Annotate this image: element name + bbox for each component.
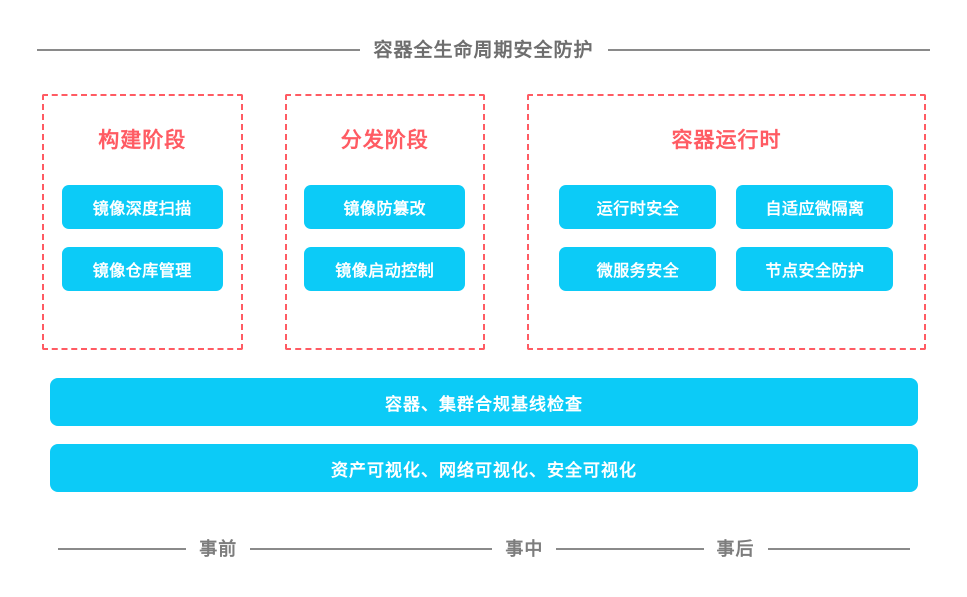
phase-label-after: 事后 — [716, 539, 755, 559]
timeline-rule-1 — [58, 548, 187, 550]
timeline-rule-3 — [556, 548, 704, 550]
header-rule-right — [607, 49, 931, 51]
capability-pill[interactable]: 镜像深度扫描 — [61, 185, 223, 229]
capability-pill[interactable]: 镜像防篡改 — [304, 185, 466, 229]
platform-bar-visibility[interactable]: 资产可视化、网络可视化、安全可视化 — [50, 444, 918, 492]
capability-pill[interactable]: 自适应微隔离 — [736, 185, 894, 229]
phase-label-before: 事前 — [199, 539, 238, 559]
timeline-rule-4 — [767, 548, 910, 550]
phase-label-during: 事中 — [505, 539, 544, 559]
timeline-rule-2 — [250, 548, 493, 550]
stage-title-distribute: 分发阶段 — [340, 129, 429, 152]
capability-pill[interactable]: 镜像启动控制 — [304, 247, 466, 291]
capability-pill[interactable]: 微服务安全 — [559, 247, 717, 291]
stage-title-runtime: 容器运行时 — [671, 129, 782, 152]
header-rule-left — [37, 49, 360, 51]
stage-box-runtime: 容器运行时 运行时安全 自适应微隔离 微服务安全 节点安全防护 — [527, 94, 926, 350]
stage-items-runtime: 运行时安全 自适应微隔离 微服务安全 节点安全防护 — [529, 185, 924, 291]
diagram-header: 容器全生命周期安全防护 — [37, 33, 931, 67]
capability-pill[interactable]: 节点安全防护 — [736, 247, 894, 291]
stage-row: 构建阶段 镜像深度扫描 镜像仓库管理 分发阶段 镜像防篡改 镜像启动控制 容器运… — [42, 94, 926, 350]
phase-timeline: 事前 事中 事后 — [58, 535, 910, 563]
capability-pill[interactable]: 镜像仓库管理 — [61, 247, 223, 291]
platform-bar-compliance[interactable]: 容器、集群合规基线检查 — [50, 378, 918, 426]
capability-pill[interactable]: 运行时安全 — [559, 185, 717, 229]
stage-box-build: 构建阶段 镜像深度扫描 镜像仓库管理 — [42, 94, 243, 350]
page-title: 容器全生命周期安全防护 — [373, 39, 594, 61]
stage-items-build: 镜像深度扫描 镜像仓库管理 — [44, 185, 241, 291]
stage-box-distribute: 分发阶段 镜像防篡改 镜像启动控制 — [284, 94, 485, 350]
stage-items-distribute: 镜像防篡改 镜像启动控制 — [287, 185, 484, 291]
stage-title-build: 构建阶段 — [98, 129, 187, 152]
